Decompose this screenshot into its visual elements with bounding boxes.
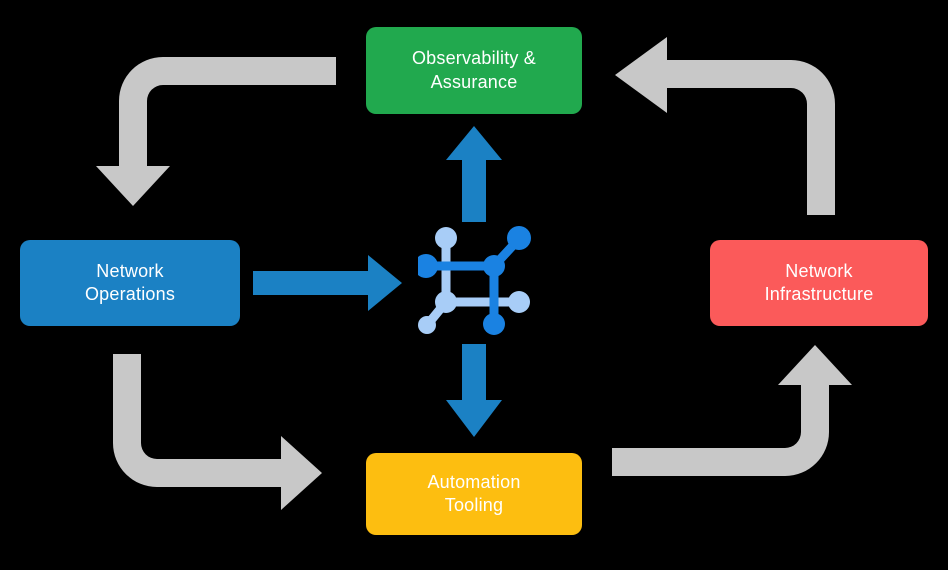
arrow-operations-to-automation bbox=[113, 354, 322, 510]
node-network-operations[interactable]: Network Operations bbox=[20, 240, 240, 326]
arrow-operations-to-center bbox=[253, 255, 402, 311]
arrow-center-to-automation bbox=[446, 344, 502, 437]
node-observability-assurance[interactable]: Observability & Assurance bbox=[366, 27, 582, 114]
network-topology-icon bbox=[418, 226, 531, 335]
node-automation-tooling[interactable]: Automation Tooling bbox=[366, 453, 582, 535]
arrow-center-to-observability bbox=[446, 126, 502, 222]
arrow-observability-to-operations bbox=[96, 57, 336, 206]
arrow-automation-to-infrastructure bbox=[612, 345, 852, 476]
node-network-infrastructure[interactable]: Network Infrastructure bbox=[710, 240, 928, 326]
arrow-infrastructure-to-observability bbox=[615, 37, 835, 215]
